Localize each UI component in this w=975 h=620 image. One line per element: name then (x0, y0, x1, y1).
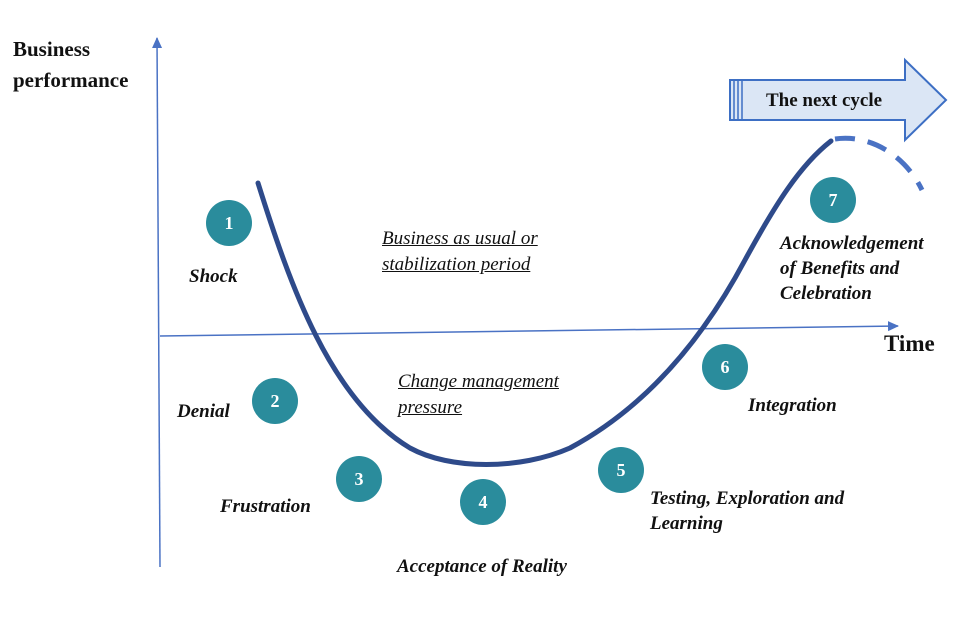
x-axis (159, 321, 899, 337)
stage-label-frustration: Frustration (220, 496, 311, 517)
stage-label-ack-line2: of Benefits and (780, 258, 900, 279)
y-axis-title-line1: Business (13, 37, 91, 61)
stage-label-acceptance: Acceptance of Reality (397, 556, 567, 577)
stage-badge-6: 6 (702, 344, 748, 390)
y-axis-title-line2: performance (13, 68, 129, 92)
next-cycle-dashed-curve (834, 135, 925, 192)
stage-label-acknowledgement: Acknowledgement of Benefits and Celebrat… (780, 231, 924, 306)
stage-badge-5: 5 (598, 447, 644, 493)
stage-label-ack-line1: Acknowledgement (780, 233, 924, 254)
y-axis-title: Business performance (13, 34, 128, 96)
change-curve (255, 138, 834, 467)
stage-badge-2: 2 (252, 378, 298, 424)
stage-label-denial: Denial (177, 401, 230, 422)
stage-label-testing-line2: Learning (650, 513, 723, 534)
stage-label-testing: Testing, Exploration and Learning (650, 486, 844, 536)
x-axis-title: Time (884, 331, 935, 356)
y-axis (152, 37, 163, 568)
change-note-line2: pressure (398, 397, 463, 418)
stage-label-integration: Integration (748, 395, 837, 416)
business-note-line2: stabilization period (382, 254, 531, 275)
stage-badge-4: 4 (460, 479, 506, 525)
stage-badge-1: 1 (206, 200, 252, 246)
stage-badge-7: 7 (810, 177, 856, 223)
business-note-line1: Business as usual or (382, 228, 538, 249)
stage-label-ack-line3: Celebration (780, 283, 872, 304)
stage-label-shock: Shock (189, 266, 238, 287)
change-management-note: Change management pressure (398, 369, 559, 421)
change-note-line1: Change management (398, 371, 559, 392)
next-cycle-label: The next cycle (766, 90, 883, 111)
business-as-usual-note: Business as usual or stabilization perio… (382, 226, 538, 278)
next-cycle-arrow (729, 57, 948, 143)
stage-badge-3: 3 (336, 456, 382, 502)
stage-label-testing-line1: Testing, Exploration and (650, 488, 845, 509)
